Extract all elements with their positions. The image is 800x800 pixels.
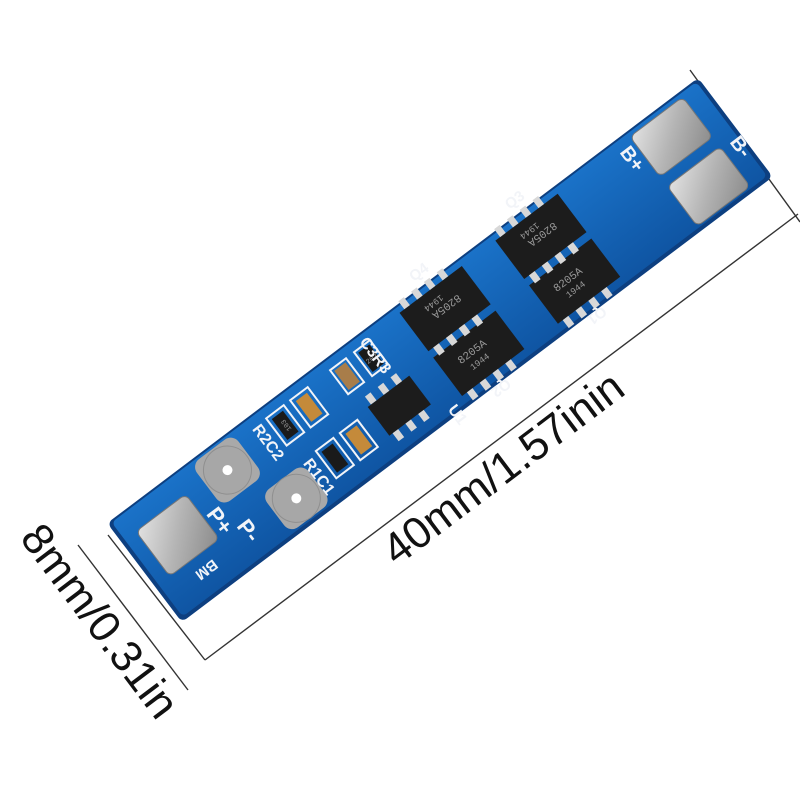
- chip-q4: 8205A 1944 Q4: [398, 259, 491, 356]
- component-r1c1: R1C1: [299, 418, 380, 499]
- chip-q1: 8205A 1944 Q1: [527, 238, 621, 329]
- chip-q3: 8205A 1944 Q3: [494, 187, 587, 284]
- component-c3r3: 202 C3R3: [328, 334, 394, 396]
- pad-bm: BM: [137, 496, 221, 583]
- pcb-board: BM P+ P- R2C2 103 R1: [109, 80, 771, 620]
